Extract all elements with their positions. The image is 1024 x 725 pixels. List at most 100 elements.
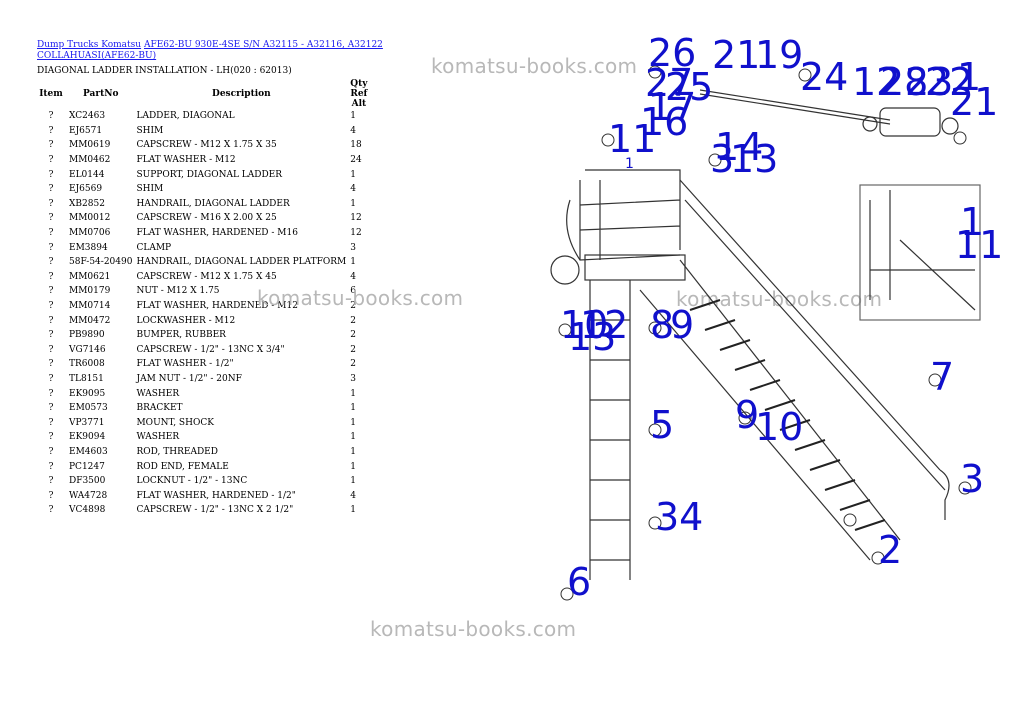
row-description: FLAT WASHER - M12 (136, 155, 236, 166)
row-partno: EJ6571 (69, 125, 103, 136)
row-item: ? (48, 403, 54, 414)
breadcrumb: Dump Trucks Komatsu AFE62-BU 930E-4SE S/… (37, 40, 477, 62)
breadcrumb-model-link[interactable]: AFE62-BU 930E-4SE S/N A32115 - A32116, A… (37, 40, 383, 61)
row-description: CAPSCREW - M16 X 2.00 X 25 (136, 213, 277, 224)
row-partno: DF3500 (69, 476, 106, 487)
row-description: ROD, THREADED (136, 446, 218, 457)
row-partno: EL0144 (69, 169, 105, 180)
row-partno: MM0706 (69, 228, 111, 239)
row-partno: VC4898 (69, 505, 106, 516)
row-description: CAPSCREW - 1/2" - 13NC X 2 1/2" (136, 505, 294, 516)
row-item: ? (48, 198, 54, 209)
watermark-top: komatsu-books.com (431, 54, 638, 78)
row-qty: 2 (350, 344, 356, 355)
row-partno: 58F-54-20490 (69, 257, 133, 268)
parts-table: Item PartNo Description Qty Ref Alt ?XC2… (35, 79, 370, 518)
callout-21-b: 21 (950, 80, 998, 124)
row-item: ? (48, 125, 54, 136)
row-qty: 4 (350, 184, 356, 195)
column-header-partno: PartNo (82, 89, 119, 99)
callout-19: 19 (755, 33, 803, 77)
row-description: SUPPORT, DIAGONAL LADDER (136, 169, 283, 180)
row-item: ? (48, 461, 54, 472)
row-qty: 1 (350, 417, 356, 428)
row-partno: MM0012 (69, 213, 111, 224)
row-item: ? (48, 301, 54, 312)
row-partno: EM0573 (69, 403, 108, 414)
callout-26: 26 (648, 31, 696, 75)
table-header-row: Item PartNo Description Qty Ref Alt (35, 79, 370, 109)
row-description: CLAMP (136, 242, 172, 253)
row-item: ? (48, 242, 54, 253)
row-qty: 1 (350, 257, 356, 268)
row-qty: 18 (350, 140, 362, 151)
callout-10: 10 (560, 303, 608, 347)
row-item: ? (48, 446, 54, 457)
row-partno: EK9095 (69, 388, 106, 399)
row-item: ? (48, 330, 54, 341)
row-description: BUMPER, RUBBER (136, 330, 226, 341)
row-partno: EJ6569 (69, 184, 103, 195)
callout-14: 14 (715, 125, 763, 169)
callout-3: 3 (710, 137, 734, 181)
callout-23: 23 (905, 60, 953, 104)
row-description: FLAT WASHER - 1/2" (136, 359, 234, 370)
row-partno: MM0619 (69, 140, 111, 151)
row-item: ? (48, 257, 54, 268)
row-description: FLAT WASHER, HARDENED - M12 (136, 301, 298, 312)
row-item: ? (48, 315, 54, 326)
row-qty: 1 (350, 505, 356, 516)
callout-12: 12 (852, 60, 900, 104)
row-qty: 1 (350, 461, 356, 472)
row-partno: MM0621 (69, 271, 111, 282)
row-description: LADDER, DIAGONAL (136, 111, 235, 122)
callout-13-b: 13 (568, 315, 616, 359)
watermark-bottom: komatsu-books.com (370, 617, 577, 641)
row-qty: 4 (350, 271, 356, 282)
column-header-description: Description (212, 89, 271, 99)
callout-9: 9 (670, 303, 694, 347)
callout-5: 5 (650, 403, 674, 447)
row-description: CAPSCREW - M12 X 1.75 X 35 (136, 140, 277, 151)
row-partno: TR6008 (69, 359, 105, 370)
ladder-drawing (550, 89, 981, 580)
callout-25: 25 (665, 65, 713, 109)
row-item: ? (48, 417, 54, 428)
row-item: ? (48, 388, 54, 399)
breadcrumb-category-link[interactable]: Dump Trucks Komatsu (37, 40, 142, 50)
callout-1-c: 1 (960, 200, 984, 244)
row-qty: 1 (350, 169, 356, 180)
row-partno: PB9890 (69, 330, 105, 341)
row-item: ? (48, 184, 54, 195)
callout-16: 16 (640, 100, 688, 144)
column-header-qty-ref-alt: Qty Ref Alt (350, 79, 368, 109)
row-partno: WA4728 (69, 490, 108, 501)
callout-8: 8 (650, 303, 674, 347)
row-qty: 6 (350, 286, 356, 297)
callout-3-b: 3 (960, 457, 984, 501)
row-description: JAM NUT - 1/2" - 20NF (136, 373, 242, 384)
row-partno: MM0472 (69, 315, 111, 326)
row-item: ? (48, 490, 54, 501)
row-description: HANDRAIL, DIAGONAL LADDER (136, 198, 290, 209)
callout-9-b: 9 (735, 393, 759, 437)
row-item: ? (48, 286, 54, 297)
row-item: ? (48, 476, 54, 487)
row-qty: 2 (350, 359, 356, 370)
